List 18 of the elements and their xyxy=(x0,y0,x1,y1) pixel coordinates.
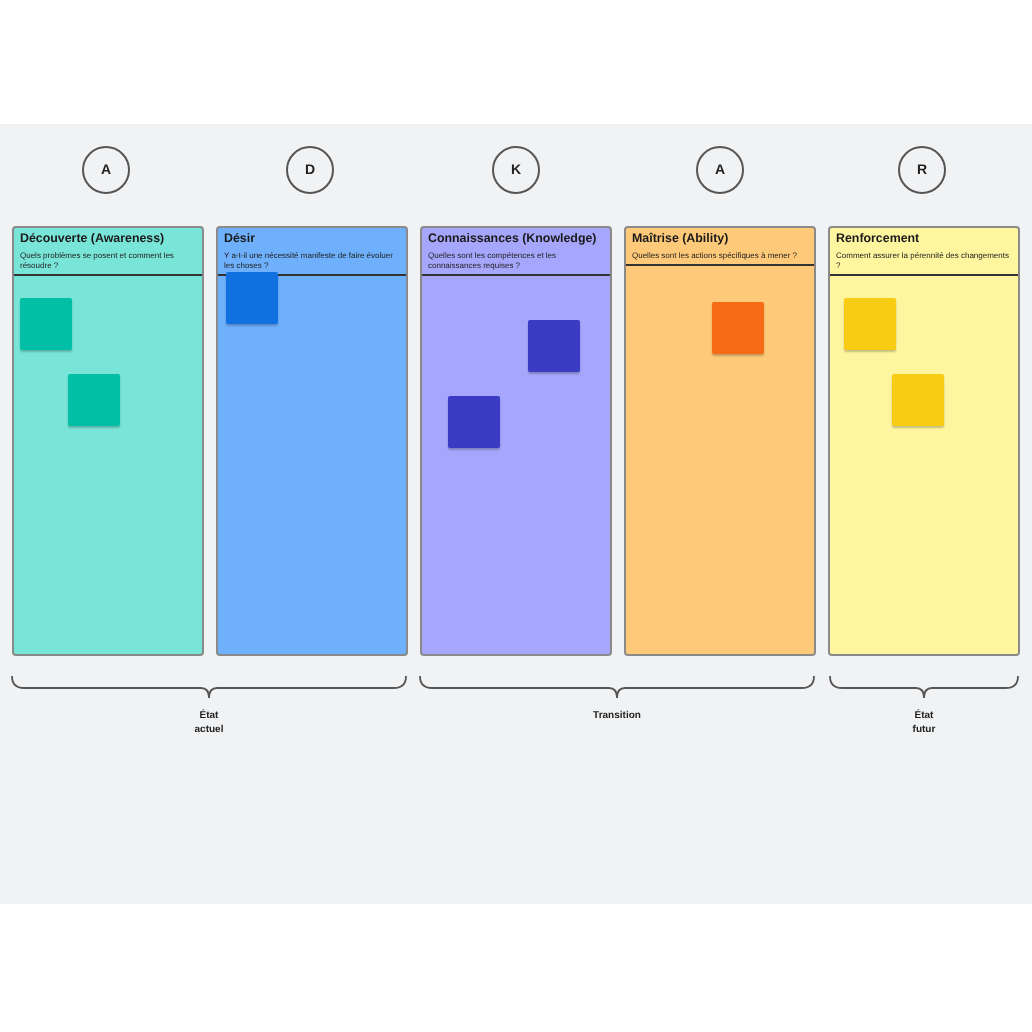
stage-column xyxy=(624,226,816,656)
sticky-note xyxy=(528,320,580,372)
letter-circle xyxy=(696,146,744,194)
stage-column xyxy=(828,226,1020,656)
letter-circle xyxy=(82,146,130,194)
letter-circle xyxy=(286,146,334,194)
stage-column xyxy=(420,226,612,656)
sticky-note xyxy=(20,298,72,350)
letter-circle xyxy=(898,146,946,194)
sticky-note xyxy=(448,396,500,448)
stage-column xyxy=(216,226,408,656)
stage-column xyxy=(12,226,204,656)
sticky-note xyxy=(844,298,896,350)
letter-circle xyxy=(492,146,540,194)
sticky-note xyxy=(712,302,764,354)
sticky-note xyxy=(892,374,944,426)
sticky-note xyxy=(68,374,120,426)
sticky-note xyxy=(226,272,278,324)
